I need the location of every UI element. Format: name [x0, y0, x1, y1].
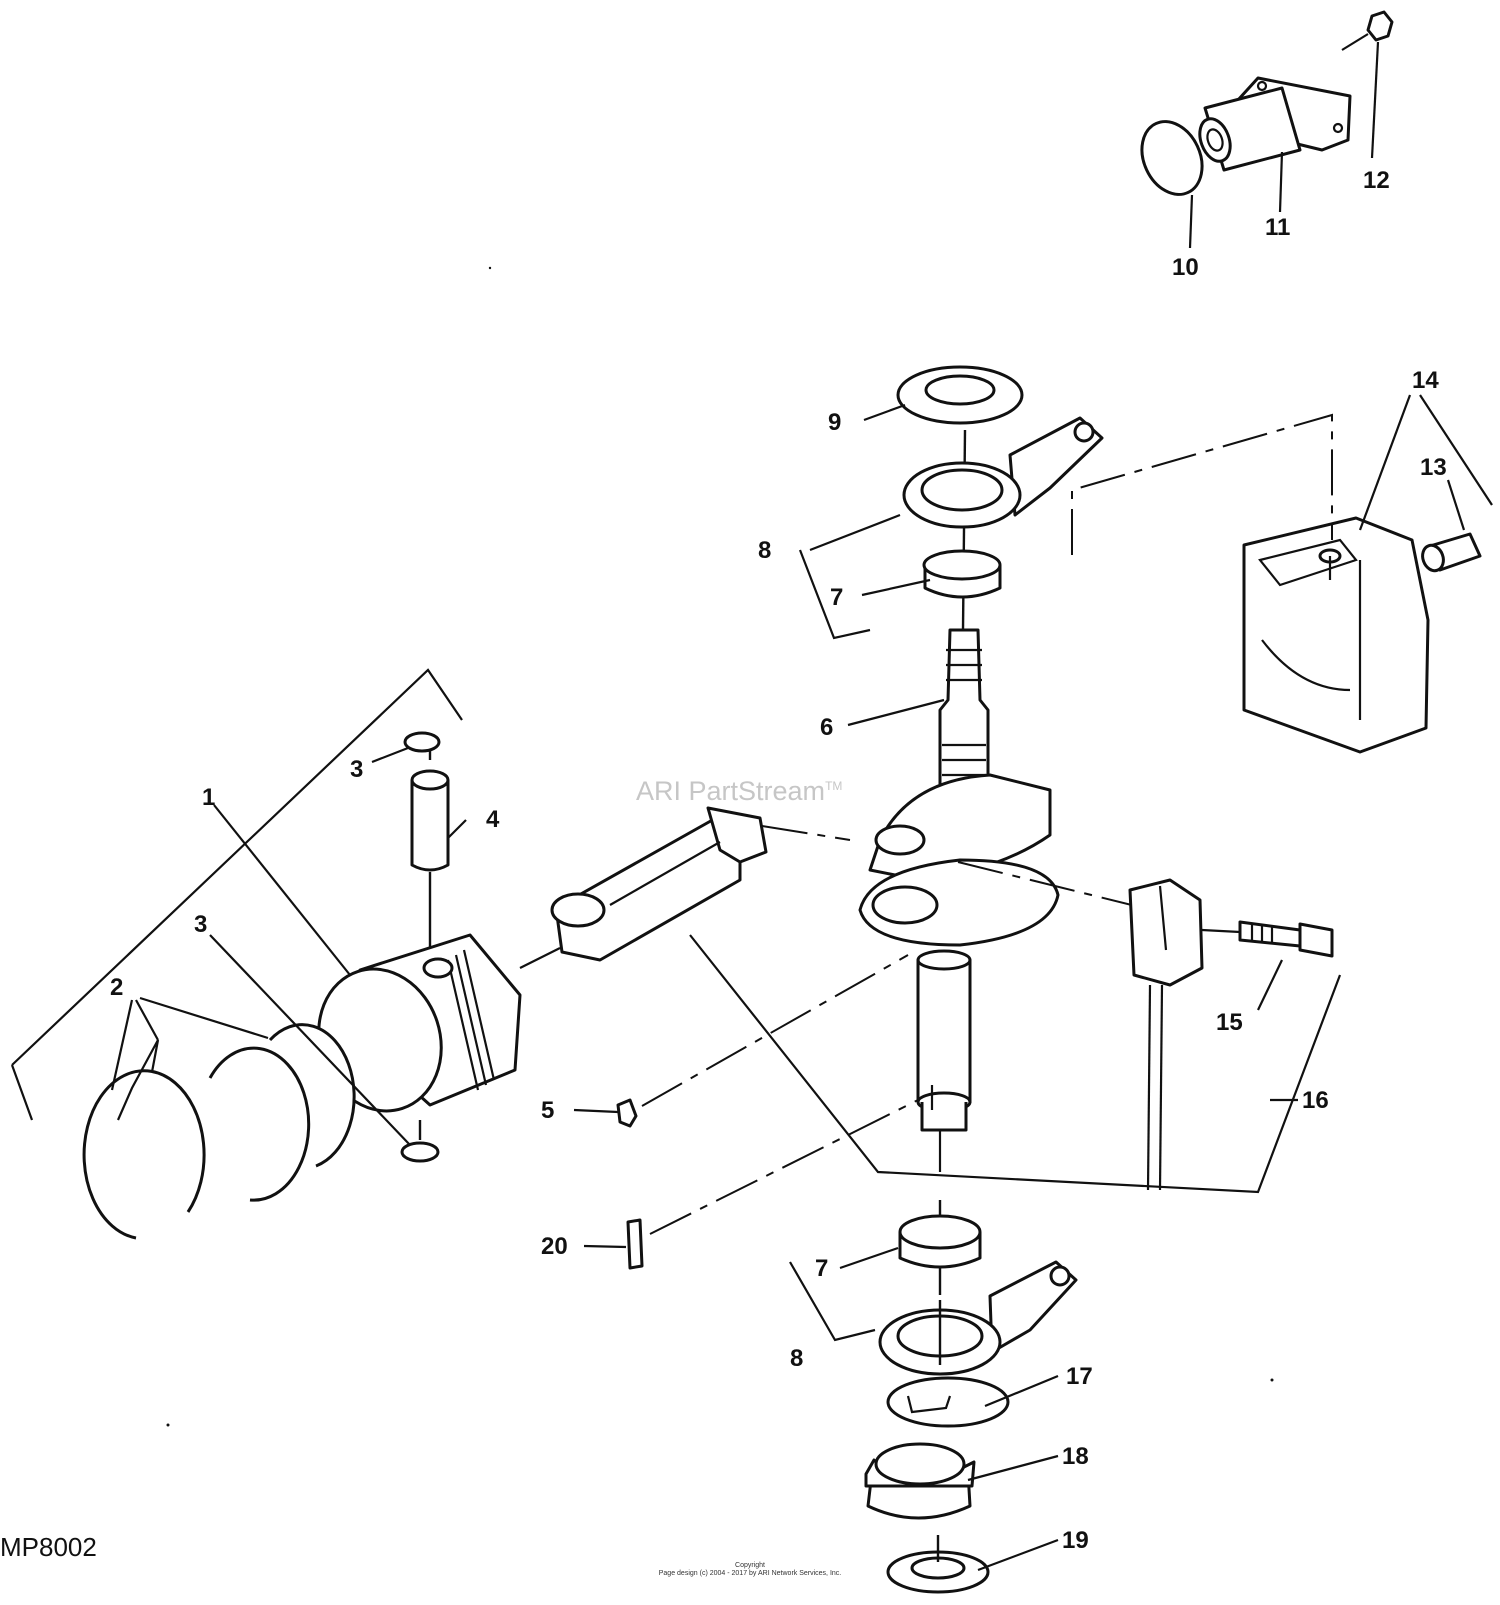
callout-5: 5 — [541, 1097, 554, 1124]
bushing-7-lower — [898, 1214, 982, 1269]
callout-4: 4 — [486, 806, 500, 833]
nut-12 — [1341, 10, 1394, 159]
callout-20: 20 — [541, 1233, 568, 1260]
pin-20 — [626, 1218, 644, 1270]
callout-2: 2 — [110, 974, 123, 1001]
figure-id: MP8002 — [0, 1532, 97, 1562]
callout-13: 13 — [1420, 454, 1447, 481]
crankshaft-6 — [858, 628, 1060, 1132]
callout-3-upper: 3 — [350, 756, 363, 783]
callout-6: 6 — [820, 714, 833, 741]
piston-rings-2 — [82, 1023, 356, 1240]
callout-1: 1 — [202, 784, 215, 811]
crankcase-block-14 — [1242, 516, 1430, 754]
copyright-line: Page design (c) 2004 - 2017 by ARI Netwo… — [658, 1570, 842, 1577]
callout-15: 15 — [1216, 1009, 1243, 1036]
copyright-note: Copyright Page design (c) 2004 - 2017 by… — [600, 1562, 900, 1578]
thrust-washer-17 — [886, 1376, 1010, 1428]
bearing-housing-11 — [1198, 76, 1352, 213]
snap-ring-3-upper — [403, 731, 441, 753]
bearing-plate-8-upper — [902, 416, 1104, 529]
callout-17: 17 — [1066, 1363, 1093, 1390]
callout-8-lower: 8 — [790, 1345, 803, 1372]
callout-19: 19 — [1062, 1527, 1089, 1554]
callout-16: 16 — [1302, 1087, 1329, 1114]
rod-cap — [1128, 878, 1204, 987]
rod-bolt-15 — [1201, 920, 1334, 958]
callout-18: 18 — [1062, 1443, 1089, 1470]
seal-9 — [896, 365, 1024, 425]
watermark: ARI PartStreamTM — [636, 776, 843, 806]
callout-8-upper: 8 — [758, 537, 771, 564]
snap-ring-3-lower — [400, 1141, 440, 1163]
key-5 — [616, 1098, 638, 1128]
washer-19 — [886, 1550, 990, 1594]
o-ring-10 — [1140, 120, 1204, 196]
callout-14: 14 — [1412, 367, 1439, 394]
callout-10: 10 — [1172, 254, 1199, 281]
callout-12: 12 — [1363, 167, 1390, 194]
bushing-7-upper — [922, 549, 1002, 599]
copyright-heading: Copyright — [735, 1562, 765, 1569]
piston-pin-4 — [410, 769, 450, 872]
connecting-rod — [550, 806, 768, 962]
callout-3-lower: 3 — [194, 911, 207, 938]
gear-18 — [864, 1442, 976, 1520]
callout-11: 11 — [1265, 214, 1290, 241]
bearing-plate-8-lower — [878, 1260, 1078, 1376]
callout-7-upper: 7 — [830, 584, 843, 611]
callout-7-lower: 7 — [815, 1255, 828, 1282]
callout-9: 9 — [828, 409, 841, 436]
bushing-13 — [1421, 532, 1482, 573]
